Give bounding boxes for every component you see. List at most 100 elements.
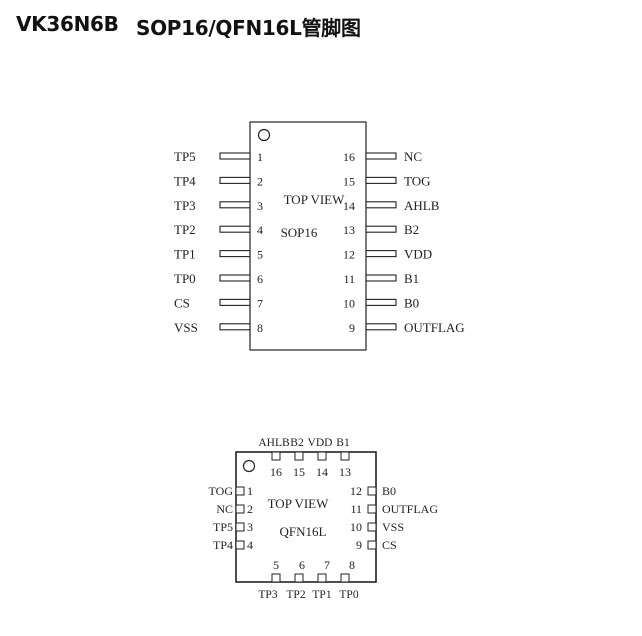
qfn16l-pad — [317, 451, 327, 461]
sop16-pin-lead — [219, 225, 251, 233]
sop16-pin-name: B2 — [404, 222, 419, 237]
qfn16l-pin-name: TP4 — [213, 538, 233, 552]
sop16-pin-number: 2 — [257, 174, 263, 188]
qfn16l-pad — [235, 540, 245, 550]
sop16-pin-lead — [365, 323, 397, 331]
sop16-pin-name: TP5 — [174, 149, 196, 164]
qfn16l-pin-number: 6 — [299, 558, 305, 572]
qfn16l-pin-name: AHLB — [258, 437, 290, 449]
qfn16l-pin1-marker — [242, 459, 256, 473]
sop16-pin-lead — [219, 298, 251, 306]
qfn16l-pad — [367, 486, 377, 496]
qfn16l-pin-number: 16 — [270, 465, 282, 479]
sop16-pin-name: TP0 — [174, 271, 196, 286]
sop16-pin-number: 3 — [257, 199, 263, 213]
sop16-pin-lead — [219, 274, 251, 282]
qfn16l-pin-number: 9 — [356, 538, 362, 552]
sop16-package-label: SOP16 — [281, 225, 318, 240]
sop16-pin-number: 12 — [343, 248, 355, 262]
qfn16l-pad — [367, 540, 377, 550]
sop16-pin-name: AHLB — [404, 198, 440, 213]
qfn16l-pin-name: B2 — [290, 437, 304, 449]
sop16-pin-name: TOG — [404, 173, 430, 188]
qfn16l-pin-name: VSS — [382, 520, 404, 534]
qfn16l-pad — [271, 451, 281, 461]
qfn16l-pad — [271, 573, 281, 583]
qfn16l-pin-number: 7 — [324, 558, 330, 572]
sop16-pin-name: TP1 — [174, 247, 196, 262]
sop16-pin-lead — [365, 298, 397, 306]
sop16-pin-lead — [365, 250, 397, 258]
qfn16l-pin-number: 2 — [247, 502, 253, 516]
sop16-pin-lead — [219, 250, 251, 258]
sop16-pin-name: OUTFLAG — [404, 320, 465, 335]
sop16-pin-lead — [365, 152, 397, 160]
sop16-pin-number: 6 — [257, 272, 263, 286]
sop16-pin-name: TP2 — [174, 222, 196, 237]
qfn16l-pad — [235, 522, 245, 532]
qfn16l-pin-name: TP0 — [339, 589, 358, 601]
part-number-title: VK36N6B — [16, 12, 119, 36]
qfn16l-pin-number: 11 — [350, 502, 362, 516]
sop16-pin-lead — [365, 274, 397, 282]
qfn16l-pad — [294, 573, 304, 583]
sop16-pin-number: 15 — [343, 174, 355, 188]
qfn16l-pin-name: B0 — [382, 484, 396, 498]
qfn16l-pin-number: 12 — [350, 484, 362, 498]
qfn16l-pad — [367, 504, 377, 514]
qfn16l-pin-number: 10 — [350, 520, 362, 534]
sop16-body — [249, 121, 367, 351]
sop16-pin-name: TP4 — [174, 173, 196, 188]
qfn16l-pad — [367, 522, 377, 532]
sop16-pin1-marker — [257, 128, 271, 142]
sop16-pin-name: NC — [404, 149, 422, 164]
qfn16l-pin-number: 5 — [273, 558, 279, 572]
sop16-pin-number: 4 — [257, 223, 263, 237]
qfn16l-view-label: TOP VIEW — [268, 496, 330, 511]
qfn16l-pad — [235, 486, 245, 496]
sop16-pin-lead — [219, 323, 251, 331]
qfn16l-right-pins: 12 B0 11 OUTFLAG 10 VSS 9 CS — [350, 484, 438, 552]
sop16-pin-number: 8 — [257, 321, 263, 335]
sop16-pin-number: 16 — [343, 150, 355, 164]
sop16-pin-number: 13 — [343, 223, 355, 237]
sop16-pin-number: 7 — [257, 296, 263, 310]
sop16-pin-lead — [365, 201, 397, 209]
sop16-pin-name: CS — [174, 295, 190, 310]
sop16-pin-lead — [219, 152, 251, 160]
sop16-pin-name: B0 — [404, 295, 419, 310]
sop16-pin-number: 1 — [257, 150, 263, 164]
sop16-pin-name: TP3 — [174, 198, 196, 213]
sop16-pin-name: VDD — [404, 247, 432, 262]
sop16-pin-number: 5 — [257, 248, 263, 262]
qfn16l-body — [235, 451, 377, 583]
qfn16l-pin-name: OUTFLAG — [382, 502, 438, 516]
package-title: SOP16/QFN16L管脚图 — [136, 16, 361, 40]
qfn16l-pin-number: 3 — [247, 520, 253, 534]
qfn16l-pad — [340, 451, 350, 461]
qfn16l-pin-name: CS — [382, 538, 397, 552]
sop16-pin-number: 10 — [343, 296, 355, 310]
sop16-pin-lead — [219, 176, 251, 184]
sop16-pin-lead — [219, 201, 251, 209]
qfn16l-pad — [340, 573, 350, 583]
qfn16l-pin-number: 1 — [247, 484, 253, 498]
sop16-pin-number: 14 — [343, 199, 355, 213]
sop16-pin-name: VSS — [174, 320, 198, 335]
sop16-pin-lead — [365, 176, 397, 184]
qfn16l-pad — [317, 573, 327, 583]
qfn16l-pin-number: 13 — [339, 465, 351, 479]
sop16-pin-lead — [365, 225, 397, 233]
qfn16l-pin-name: TP5 — [213, 520, 233, 534]
qfn16l-pin-name: TP1 — [312, 589, 331, 601]
qfn16l-pin-number: 4 — [247, 538, 253, 552]
qfn16l-pin-number: 8 — [349, 558, 355, 572]
